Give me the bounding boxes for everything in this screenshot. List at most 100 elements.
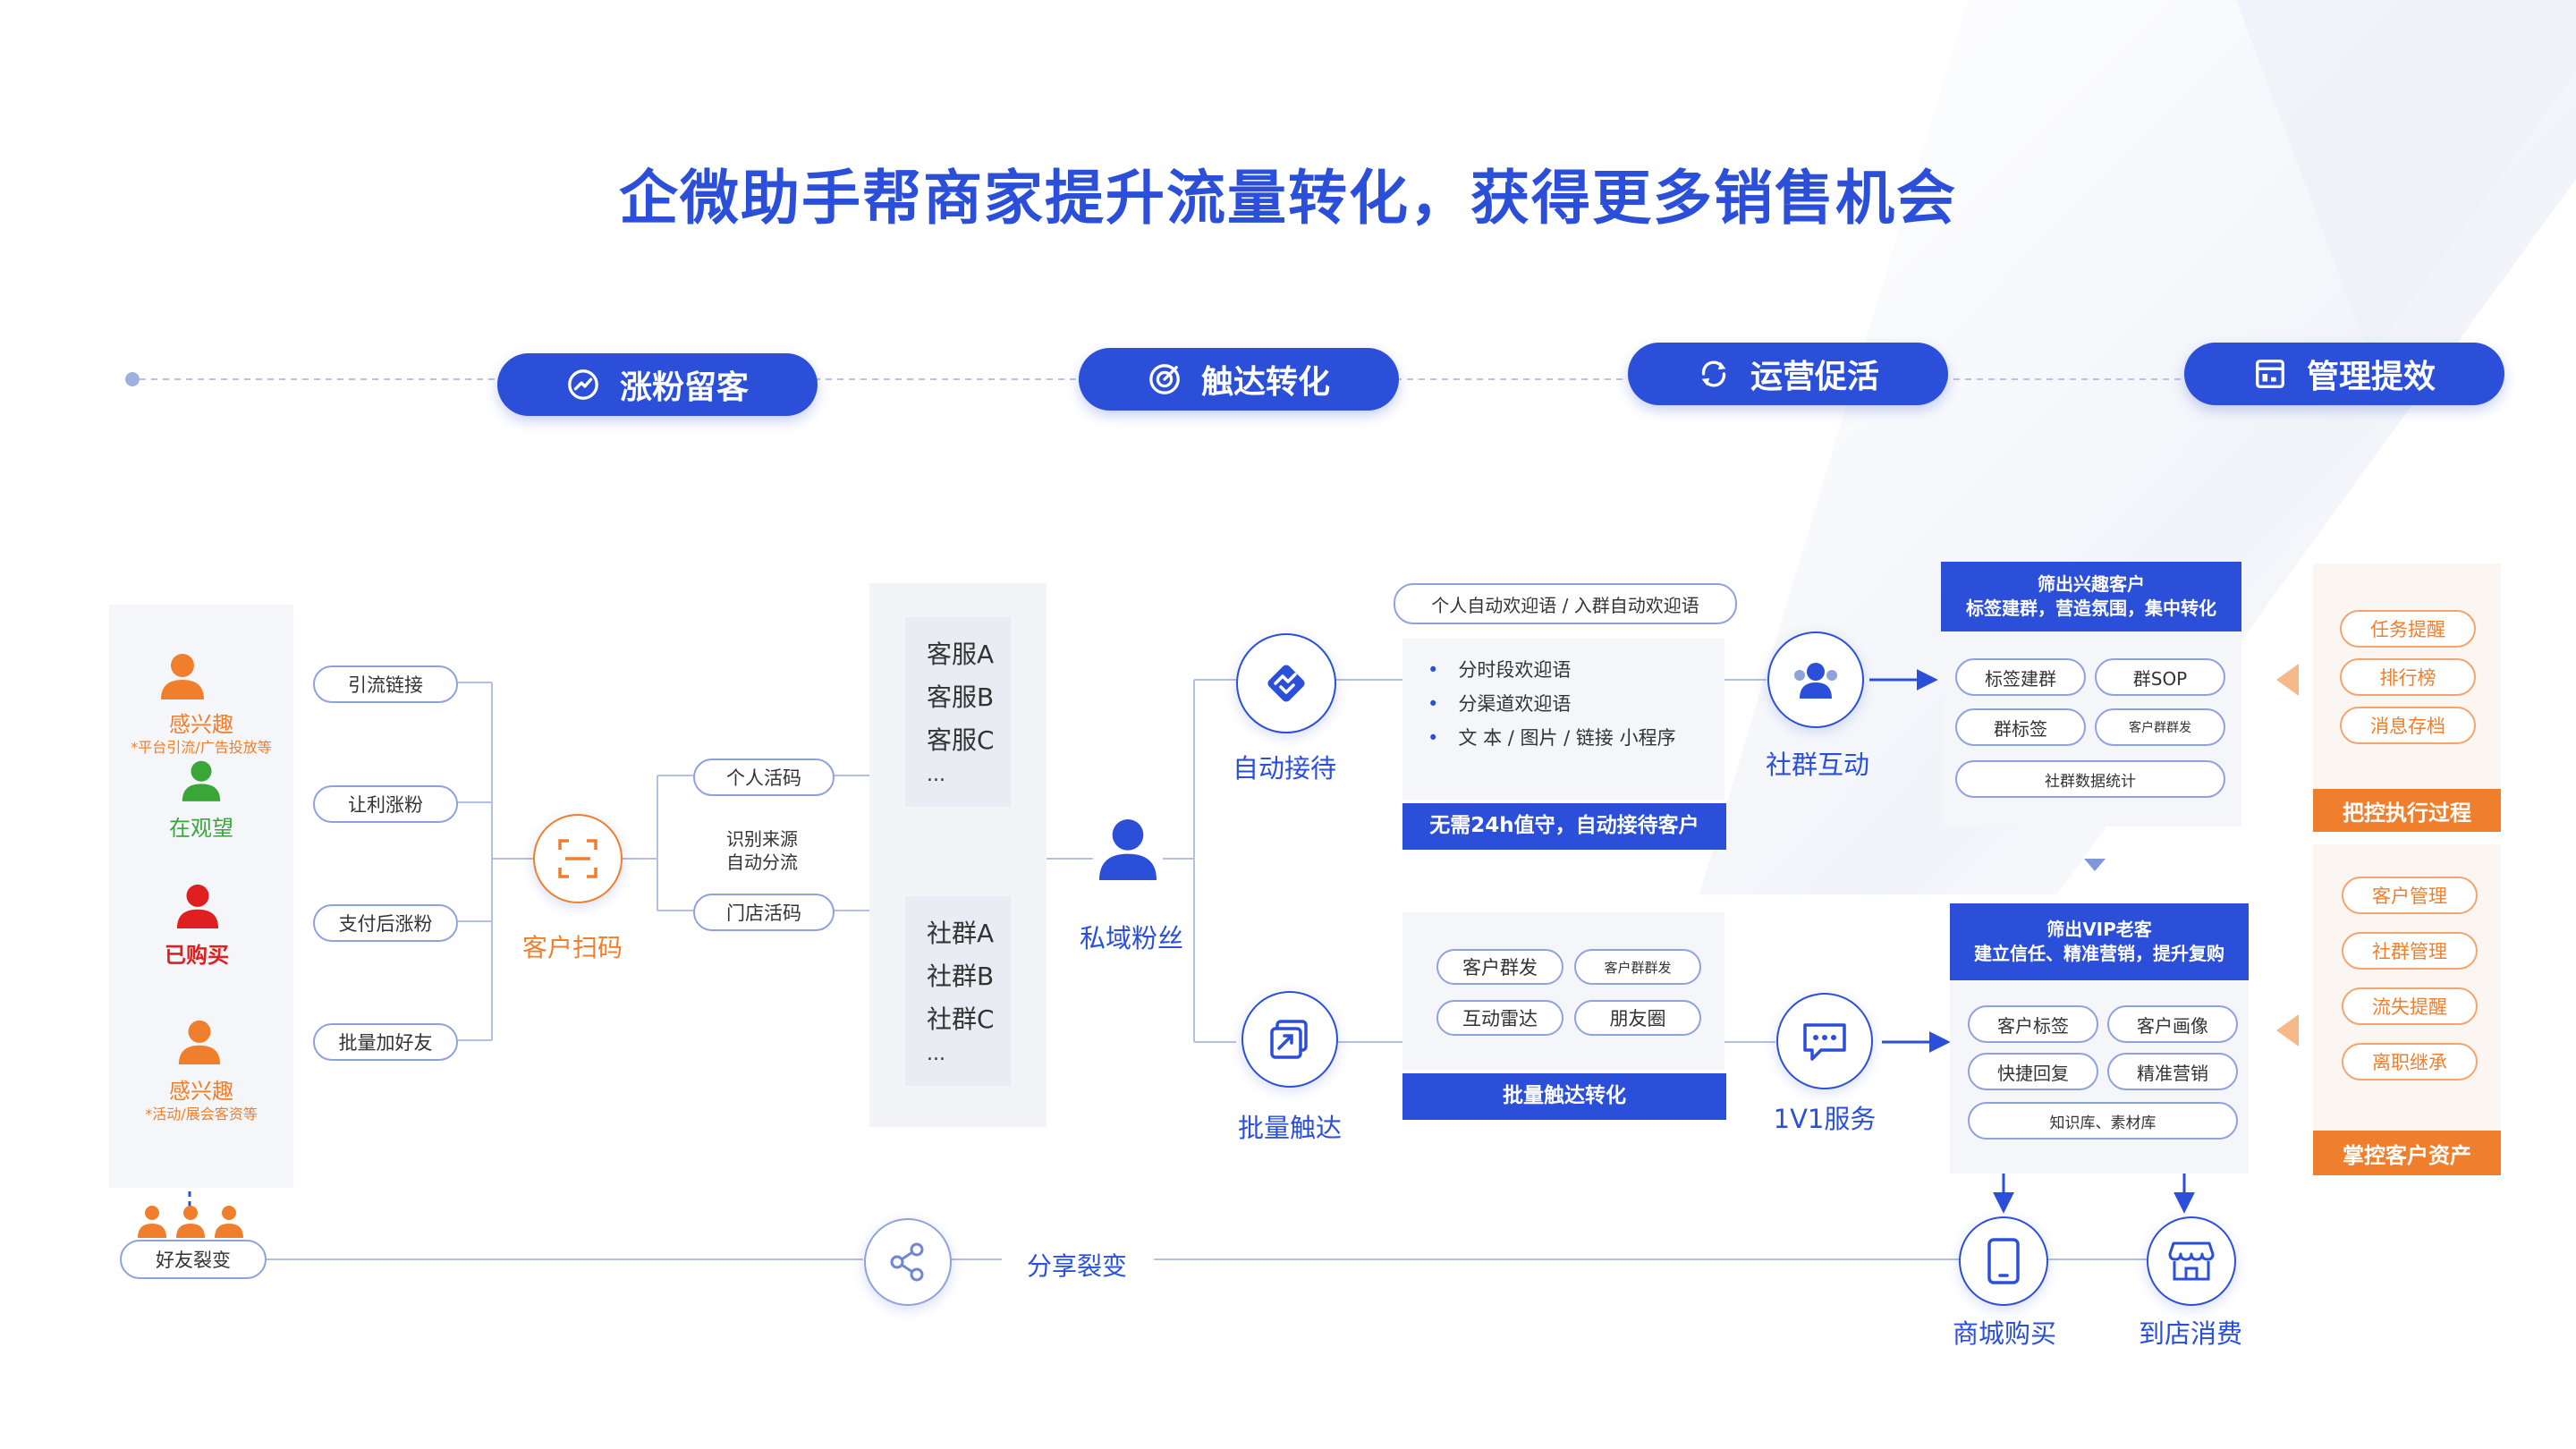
user-icon [159, 651, 206, 703]
user-icon [177, 1018, 222, 1068]
community-interaction-label: 社群互动 [1765, 750, 1869, 780]
customer-broadcast[interactable]: 客户群发 [1436, 949, 1563, 985]
scan-label: 客户扫码 [521, 933, 623, 962]
audience-note: *平台引流/广告投放等 [131, 739, 272, 756]
community-management[interactable]: 社群管理 [2342, 932, 2478, 970]
audience-label: 感兴趣 [169, 1079, 233, 1104]
channel-batch-add[interactable]: 批量加好友 [313, 1023, 458, 1061]
churn-alert[interactable]: 流失提醒 [2342, 987, 2478, 1025]
user-icon [175, 882, 220, 932]
channel-discount[interactable]: 让利涨粉 [313, 785, 458, 823]
page-title: 企微助手帮商家提升流量转化，获得更多销售机会 [619, 164, 1957, 233]
group-broadcast[interactable]: 客户群群发 [1574, 949, 1701, 985]
channel-link[interactable]: 引流链接 [313, 665, 458, 703]
precision-marketing[interactable]: 精准营销 [2107, 1053, 2238, 1090]
community-header: 筛出兴趣客户 标签建群，营造氛围，集中转化 [1941, 562, 2241, 631]
resignation-inherit[interactable]: 离职继承 [2342, 1043, 2478, 1080]
share-icon [890, 1242, 924, 1282]
target-icon [1149, 364, 1180, 394]
auto-reception-footer: 无需24h值守，自动接待客户 [1402, 803, 1726, 850]
audience-label: 已购买 [165, 943, 229, 968]
share-box-icon [1270, 1020, 1308, 1059]
handshake-icon [1267, 665, 1305, 702]
group-users-icon [134, 1204, 247, 1243]
route-note: 自动分流 [726, 852, 798, 873]
chart-circle-icon [568, 369, 598, 400]
outcome-label: 到店消费 [2138, 1318, 2242, 1349]
staff-list: 客服A 客服B 客服C ... [905, 617, 1011, 807]
user-icon [181, 758, 222, 805]
group-sop[interactable]: 群SOP [2095, 658, 2225, 696]
group-broadcast[interactable]: 客户群群发 [2095, 708, 2225, 746]
friend-referral[interactable]: 好友裂变 [120, 1240, 267, 1279]
task-reminder[interactable]: 任务提醒 [2340, 610, 2476, 648]
batch-reach-button[interactable] [1241, 991, 1338, 1088]
customer-management[interactable]: 客户管理 [2342, 877, 2478, 914]
personal-code[interactable]: 个人活码 [693, 758, 835, 796]
phase-management: 管理提效 [2184, 343, 2504, 405]
community-item: 社群A [927, 919, 995, 948]
phase-operation: 运营促活 [1628, 343, 1948, 405]
share-button[interactable] [864, 1218, 952, 1306]
tag-group-building[interactable]: 标签建群 [1955, 658, 2086, 696]
welcome-option: 分渠道欢迎语 [1428, 687, 1676, 721]
asset-control-footer: 掌控客户资产 [2313, 1131, 2501, 1175]
route-note: 识别来源 [726, 828, 798, 850]
one-on-one-header-title: 筛出VIP老客 [2046, 919, 2152, 940]
staff-item: ... [927, 764, 945, 786]
share-label: 分享裂变 [1026, 1251, 1127, 1281]
store-icon [2168, 1241, 2215, 1281]
phase-reach: 触达转化 [1079, 348, 1399, 411]
phase-label: 触达转化 [1200, 364, 1330, 401]
community-header-sub: 标签建群，营造氛围，集中转化 [1966, 597, 2216, 619]
phase-growth: 涨粉留客 [497, 353, 818, 416]
community-item: 社群B [927, 962, 995, 991]
one-on-one-button[interactable] [1776, 993, 1873, 1089]
process-control-footer: 把控执行过程 [2313, 789, 2501, 832]
store-code[interactable]: 门店活码 [693, 894, 835, 931]
channel-after-payment[interactable]: 支付后涨粉 [313, 904, 458, 942]
welcome-message-pill[interactable]: 个人自动欢迎语 / 入群自动欢迎语 [1394, 583, 1737, 624]
process-control-panel [2313, 564, 2501, 832]
audience-note: *活动/展会客资等 [145, 1106, 258, 1123]
auto-reception-button[interactable] [1236, 633, 1336, 733]
community-interaction-button[interactable] [1767, 631, 1864, 728]
batch-reach-panel [1402, 912, 1724, 1070]
phase-label: 涨粉留客 [619, 369, 749, 406]
customer-profile[interactable]: 客户画像 [2107, 1005, 2238, 1043]
group-tags[interactable]: 群标签 [1955, 708, 2086, 746]
staff-item: 客服A [927, 640, 995, 669]
staff-item: 客服B [927, 682, 995, 712]
scan-button[interactable] [533, 814, 623, 903]
community-stats[interactable]: 社群数据统计 [1955, 760, 2225, 798]
message-archive[interactable]: 消息存档 [2340, 707, 2476, 744]
scan-icon [558, 839, 597, 878]
chat-icon [1803, 1023, 1846, 1061]
quick-reply[interactable]: 快捷回复 [1968, 1053, 2098, 1090]
moments[interactable]: 朋友圈 [1574, 1000, 1701, 1036]
customer-tags[interactable]: 客户标签 [1968, 1005, 2098, 1043]
outcome-label: 商城购买 [1952, 1318, 2056, 1349]
private-fans-label: 私域粉丝 [1079, 923, 1183, 953]
batch-reach-label: 批量触达 [1237, 1113, 1342, 1143]
phone-icon [1987, 1238, 2020, 1284]
welcome-option: 分时段欢迎语 [1428, 653, 1676, 687]
user-icon [1097, 816, 1159, 884]
group-icon [1794, 663, 1837, 699]
audience-label: 在观望 [169, 816, 233, 841]
leaderboard[interactable]: 排行榜 [2340, 658, 2476, 696]
batch-reach-footer: 批量触达转化 [1402, 1073, 1726, 1120]
community-list: 社群A 社群B 社群C ... [905, 896, 1011, 1086]
dashboard-icon [2256, 360, 2284, 388]
community-item: ... [927, 1043, 945, 1065]
welcome-option: 文 本 / 图片 / 链接 小程序 [1428, 721, 1675, 755]
knowledge-base[interactable]: 知识库、素材库 [1968, 1102, 2238, 1140]
phase-label: 运营促活 [1750, 359, 1879, 395]
auto-reception-label: 自动接待 [1232, 753, 1336, 784]
welcome-options: 分时段欢迎语 分渠道欢迎语 文 本 / 图片 / 链接 小程序 [1428, 653, 1676, 755]
interaction-radar[interactable]: 互动雷达 [1436, 1000, 1563, 1036]
staff-item: 客服C [927, 725, 995, 755]
store-visit-button[interactable] [2147, 1216, 2236, 1306]
mall-purchase-button[interactable] [1959, 1216, 2048, 1306]
phase-label: 管理提效 [2306, 359, 2436, 395]
